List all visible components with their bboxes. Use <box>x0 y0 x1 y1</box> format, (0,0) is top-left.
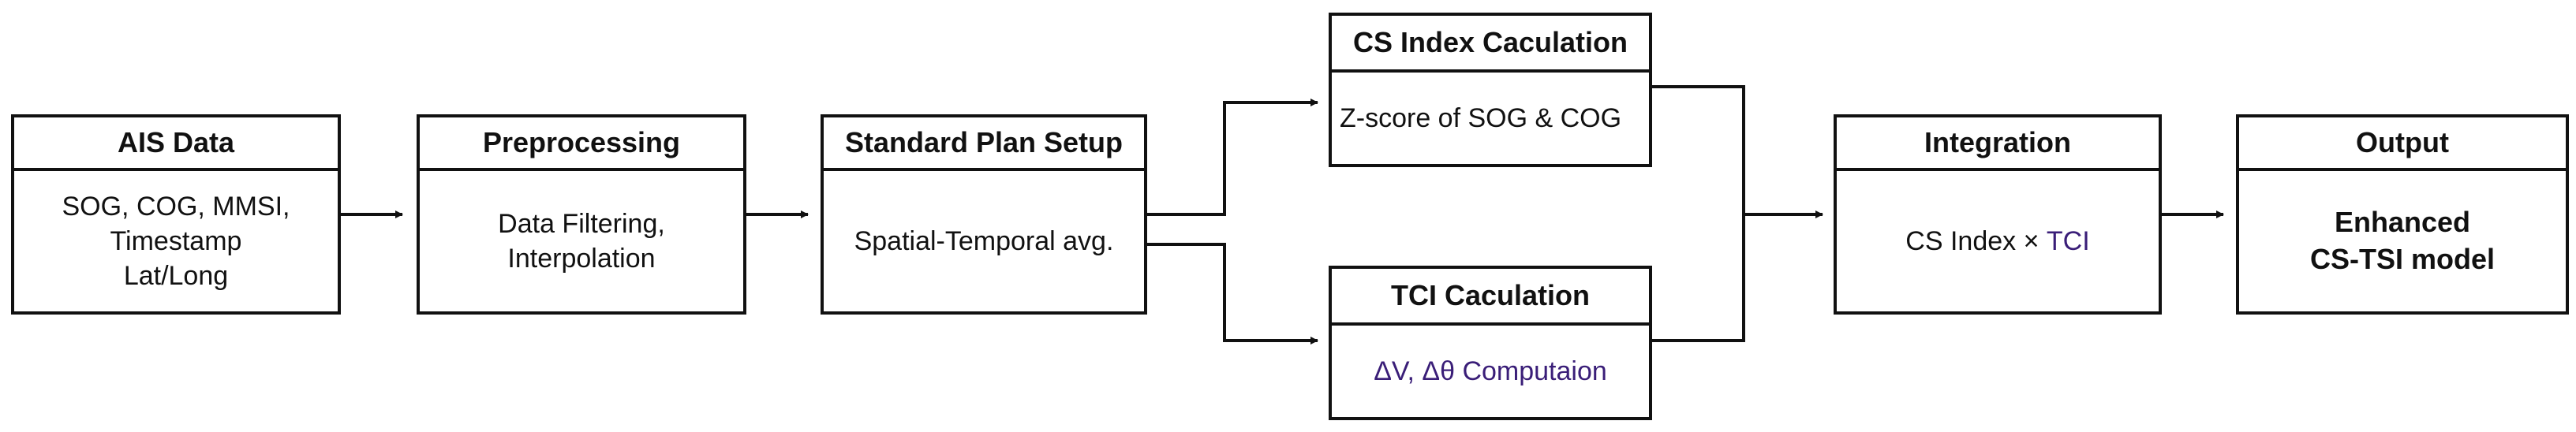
connector-cs-index-to-merge <box>1651 85 1745 214</box>
box-ais-data-title: AIS Data <box>14 117 338 171</box>
box-cs-index-calculation-body: Z-score of SOG & COG <box>1340 102 1622 133</box>
box-standard-plan-setup-body: Spatial-Temporal avg. <box>854 225 1114 256</box>
box-ais-data: AIS Data SOG, COG, MMSI, Timestamp Lat/L… <box>11 114 341 315</box>
arrow-standard-plan-to-tci <box>1146 243 1318 344</box>
box-standard-plan-setup-title: Standard Plan Setup <box>824 117 1144 171</box>
box-preprocessing-body: Data Filtering, Interpolation <box>498 208 665 274</box>
box-cs-index-calculation: CS Index Caculation Z-score of SOG & COG <box>1329 13 1652 167</box>
box-cs-index-calculation-title: CS Index Caculation <box>1332 16 1649 73</box>
box-ais-data-body: SOG, COG, MMSI, Timestamp Lat/Long <box>62 191 290 292</box>
box-output-title: Output <box>2239 117 2566 171</box>
box-standard-plan-setup: Standard Plan Setup Spatial-Temporal avg… <box>821 114 1147 315</box>
box-integration-body: CS Index × TCI <box>1837 171 2159 311</box>
box-integration-title: Integration <box>1837 117 2159 171</box>
integration-formula-tci: TCI <box>2046 225 2090 256</box>
box-output: Output Enhanced CS-TSI model <box>2236 114 2569 315</box>
box-tci-calculation-title: TCI Caculation <box>1332 269 1649 326</box>
integration-formula-prefix: CS Index × <box>1905 225 2047 256</box>
box-output-body: Enhanced CS-TSI model <box>2309 206 2496 275</box>
box-tci-calculation-body: ΔV, Δθ Computaion <box>1374 356 1607 386</box>
arrow-standard-plan-to-cs-index <box>1146 99 1318 216</box>
box-preprocessing-title: Preprocessing <box>420 117 743 171</box>
box-tci-calculation: TCI Caculation ΔV, Δθ Computaion <box>1329 266 1652 420</box>
connector-tci-to-merge <box>1651 214 1745 342</box>
box-integration: Integration CS Index × TCI <box>1834 114 2162 315</box>
box-preprocessing: Preprocessing Data Filtering, Interpolat… <box>417 114 746 315</box>
